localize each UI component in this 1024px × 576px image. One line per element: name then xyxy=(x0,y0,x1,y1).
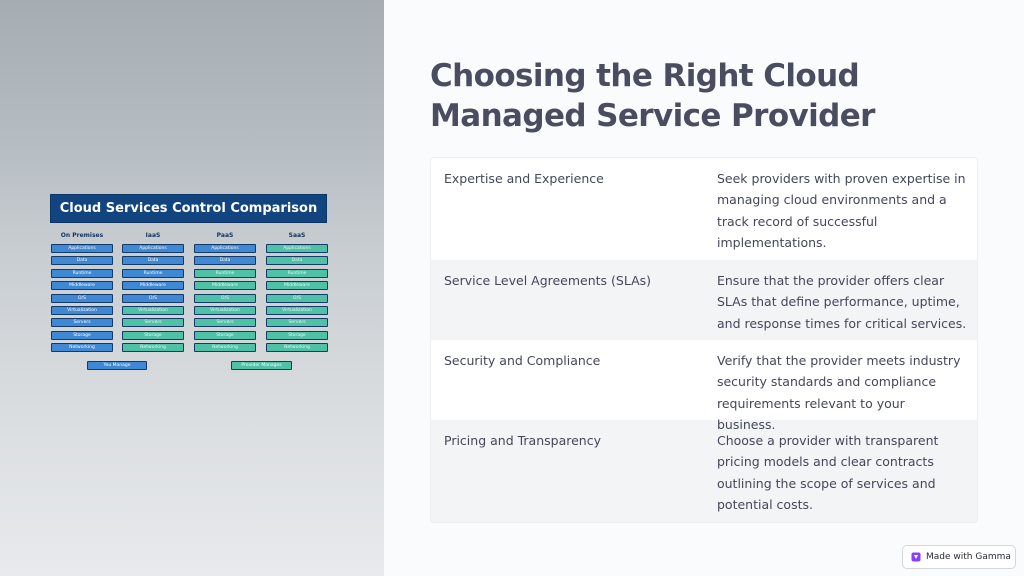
diagram-cell: Virtualization xyxy=(266,305,328,315)
provider-criteria-table: Expertise and Experience Seek providers … xyxy=(430,157,978,523)
criteria-description: Seek providers with proven expertise in … xyxy=(716,171,966,250)
criteria-description: Choose a provider with transparent prici… xyxy=(716,433,939,512)
diagram-cell: Runtime xyxy=(51,268,113,278)
diagram-cell: Virtualization xyxy=(51,305,113,315)
legend-you-manage: You Manage xyxy=(87,361,147,370)
diagram-legend: You Manage Provider Manages xyxy=(50,361,328,373)
diagram-cell: Networking xyxy=(194,343,256,353)
diagram-cell: O/S xyxy=(266,293,328,303)
diagram-cell: Applications xyxy=(122,244,184,253)
image-panel: Cloud Services Control Comparison On Pre… xyxy=(0,0,384,576)
diagram-cell: Applications xyxy=(51,244,113,253)
diagram-cell: Servers xyxy=(194,318,256,328)
diagram-cell: Virtualization xyxy=(122,305,184,315)
diagram-cell: Virtualization xyxy=(194,305,256,315)
diagram-column-header: PaaS xyxy=(216,232,234,239)
diagram-cell: Middleware xyxy=(51,281,113,291)
table-row: Expertise and Experience Seek providers … xyxy=(431,158,977,260)
diagram-cell: Networking xyxy=(122,343,184,353)
gamma-logo-icon xyxy=(911,552,921,562)
table-row: Pricing and Transparency Choose a provid… xyxy=(431,420,977,522)
table-row: Security and Compliance Verify that the … xyxy=(431,340,977,432)
diagram-cell: Servers xyxy=(122,318,184,328)
diagram-cell: Runtime xyxy=(122,268,184,278)
page-title: Choosing the Right Cloud Managed Service… xyxy=(430,58,875,134)
diagram-cell: Middleware xyxy=(122,281,184,291)
diagram-cell: Runtime xyxy=(194,268,256,278)
diagram-cell: Networking xyxy=(51,343,113,353)
criteria-factor: Pricing and Transparency xyxy=(444,433,601,448)
diagram-cell: Middleware xyxy=(266,281,328,291)
diagram-cell: Networking xyxy=(266,343,328,353)
diagram-cell: Data xyxy=(266,256,328,266)
diagram-cell: Runtime xyxy=(266,268,328,278)
criteria-description: Verify that the provider meets industry … xyxy=(716,353,961,432)
cloud-control-diagram: Cloud Services Control Comparison On Pre… xyxy=(50,194,328,373)
diagram-column-header: SaaS xyxy=(288,232,306,239)
diagram-column-header: IaaS xyxy=(145,232,161,239)
diagram-cell: Storage xyxy=(266,330,328,340)
legend-provider-manages: Provider Manages xyxy=(231,361,292,370)
content-panel: Choosing the Right Cloud Managed Service… xyxy=(384,0,1024,576)
diagram-cell: Storage xyxy=(122,330,184,340)
badge-label: Made with Gamma xyxy=(926,552,1011,562)
diagram-cell: Data xyxy=(122,256,184,266)
diagram-cell: O/S xyxy=(122,293,184,303)
criteria-factor: Expertise and Experience xyxy=(444,171,604,186)
diagram-cell: O/S xyxy=(194,293,256,303)
table-row: Service Level Agreements (SLAs) Ensure t… xyxy=(431,260,977,340)
diagram-cell: Middleware xyxy=(194,281,256,291)
diagram-cell: Storage xyxy=(194,330,256,340)
diagram-cell: Data xyxy=(51,256,113,266)
criteria-description: Ensure that the provider offers clear SL… xyxy=(716,273,967,331)
diagram-cell: Servers xyxy=(51,318,113,328)
diagram-column-header: On Premises xyxy=(60,232,104,239)
criteria-factor: Service Level Agreements (SLAs) xyxy=(444,273,652,288)
diagram-cell: Applications xyxy=(266,244,328,253)
diagram-title: Cloud Services Control Comparison xyxy=(50,194,327,223)
made-with-gamma-badge[interactable]: Made with Gamma xyxy=(902,545,1016,569)
diagram-cell: O/S xyxy=(51,293,113,303)
diagram-cell: Data xyxy=(194,256,256,266)
diagram-cell: Applications xyxy=(194,244,256,253)
criteria-factor: Security and Compliance xyxy=(444,353,601,368)
diagram-cell: Storage xyxy=(51,330,113,340)
diagram-cell: Servers xyxy=(266,318,328,328)
